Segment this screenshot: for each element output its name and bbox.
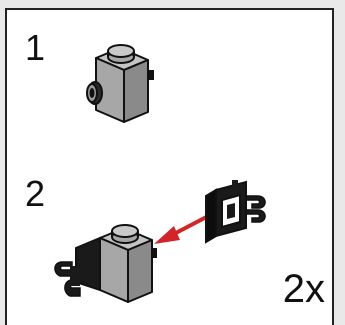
clip-piece — [205, 180, 266, 244]
step-number-2: 2 — [25, 173, 46, 214]
step-1-brick — [86, 44, 154, 123]
attached-clip — [54, 236, 101, 297]
step-number-1: 1 — [25, 27, 46, 68]
quantity-multiplier: 2x — [282, 267, 325, 311]
step-2-brick — [99, 224, 157, 303]
